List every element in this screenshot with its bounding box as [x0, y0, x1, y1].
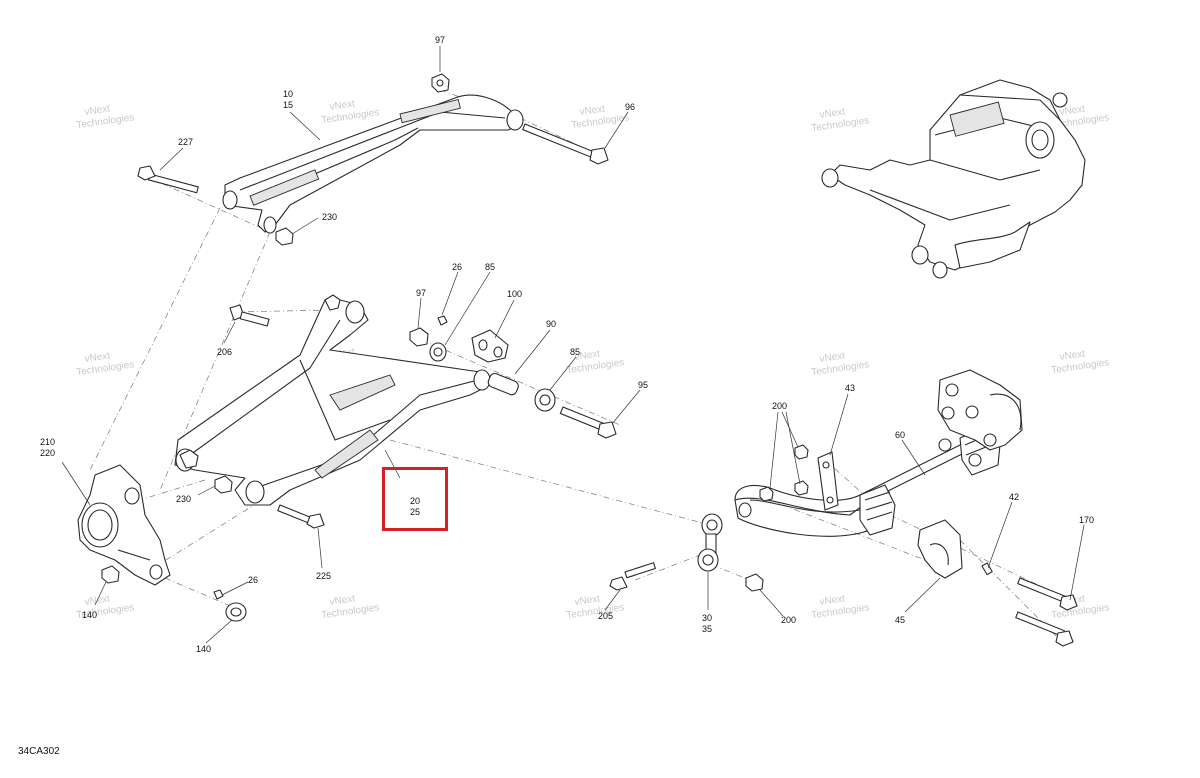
callout-210: 210 [40, 437, 55, 447]
callout-96: 96 [625, 102, 635, 112]
watermark: vNext Technologies [76, 103, 135, 131]
callout-140-left: 140 [82, 610, 97, 620]
svg-text:vNext: vNext [84, 103, 111, 117]
callout-200-top: 200 [772, 401, 787, 411]
bracket-43 [817, 451, 839, 511]
highlight-label-20[interactable]: 20 [409, 496, 420, 506]
watermark: vNext Technologies [811, 350, 870, 378]
bracket-100 [471, 329, 509, 363]
callout-45: 45 [895, 615, 905, 625]
nut-200-bottom [745, 573, 764, 592]
watermark: vNext Technologies [811, 593, 870, 621]
svg-text:vNext: vNext [819, 106, 846, 120]
watermark: vNext Technologies [321, 593, 380, 621]
leader-lines [61, 46, 1085, 644]
sway-bar-bushing-left [859, 484, 896, 536]
callout-30: 30 [702, 613, 712, 623]
lower-control-arm [174, 294, 491, 506]
callout-205: 205 [598, 611, 613, 621]
callout-15: 15 [283, 100, 293, 110]
callout-90: 90 [546, 319, 556, 329]
svg-text:vNext: vNext [329, 593, 356, 607]
svg-text:vNext: vNext [579, 103, 606, 117]
nuts-200 [759, 444, 809, 502]
bolt-206 [229, 304, 270, 327]
callout-labels: 97 10 15 96 227 230 26 85 97 100 90 85 9… [40, 35, 1094, 654]
callout-95: 95 [638, 380, 648, 390]
nut-230-upper [275, 227, 294, 246]
bolt-227 [137, 165, 199, 194]
watermark: vNext Technologies [1051, 348, 1110, 376]
callout-85-top: 85 [485, 262, 495, 272]
svg-text:vNext: vNext [1059, 103, 1086, 117]
svg-text:vNext: vNext [574, 348, 601, 362]
callout-100: 100 [507, 289, 522, 299]
cap-140 [225, 602, 247, 622]
callout-35: 35 [702, 624, 712, 634]
bushing-85-right [534, 388, 556, 412]
callout-60: 60 [895, 430, 905, 440]
callout-200-bottom: 200 [781, 615, 796, 625]
watermark: vNext Technologies [811, 106, 870, 134]
callout-225: 225 [316, 571, 331, 581]
callout-206: 206 [217, 347, 232, 357]
fitting-42 [981, 562, 993, 576]
bushing-85 [429, 342, 447, 362]
bushing-97 [409, 327, 429, 347]
bolt-205 [609, 562, 656, 591]
sway-bar-link [697, 513, 723, 572]
svg-text:vNext: vNext [819, 350, 846, 364]
callout-220: 220 [40, 448, 55, 458]
callout-85-right: 85 [570, 347, 580, 357]
bolt-225 [277, 504, 325, 529]
sleeve-90 [487, 372, 519, 396]
watermark: vNext Technologies [321, 98, 380, 126]
nut-97-top [431, 73, 450, 93]
svg-text:vNext: vNext [819, 593, 846, 607]
bolt-96 [522, 123, 609, 165]
watermark: vNext Technologies [76, 350, 135, 378]
diagram-code: 34CA302 [18, 746, 60, 757]
svg-text:vNext: vNext [84, 350, 111, 364]
watermark: vNext Technologies [571, 103, 630, 131]
bolt-95 [559, 406, 617, 439]
callout-230-upper: 230 [322, 212, 337, 222]
knuckle [77, 464, 171, 586]
nut-140-left [101, 565, 120, 584]
callout-97-mid: 97 [416, 288, 426, 298]
callout-230-lower: 230 [176, 494, 191, 504]
callout-10: 10 [283, 89, 293, 99]
svg-text:vNext: vNext [1059, 348, 1086, 362]
callout-97-top: 97 [435, 35, 445, 45]
callout-42: 42 [1009, 492, 1019, 502]
assembled-view [821, 79, 1086, 279]
sway-bar-mount [937, 369, 1023, 467]
grease-fitting-26-top [437, 315, 448, 326]
grease-fitting-26-bottom [213, 589, 224, 600]
callout-227: 227 [178, 137, 193, 147]
callout-140-bottom: 140 [196, 644, 211, 654]
highlight-box[interactable] [382, 467, 448, 531]
callout-26-top: 26 [452, 262, 462, 272]
callout-170: 170 [1079, 515, 1094, 525]
nut-230-lower [214, 475, 233, 494]
svg-text:vNext: vNext [574, 593, 601, 607]
callout-43: 43 [845, 383, 855, 393]
highlight-label-25[interactable]: 25 [409, 507, 420, 517]
upper-control-arm [222, 94, 524, 234]
svg-text:vNext: vNext [329, 98, 356, 112]
clamp-45 [917, 519, 963, 579]
callout-26-bottom: 26 [248, 575, 258, 585]
